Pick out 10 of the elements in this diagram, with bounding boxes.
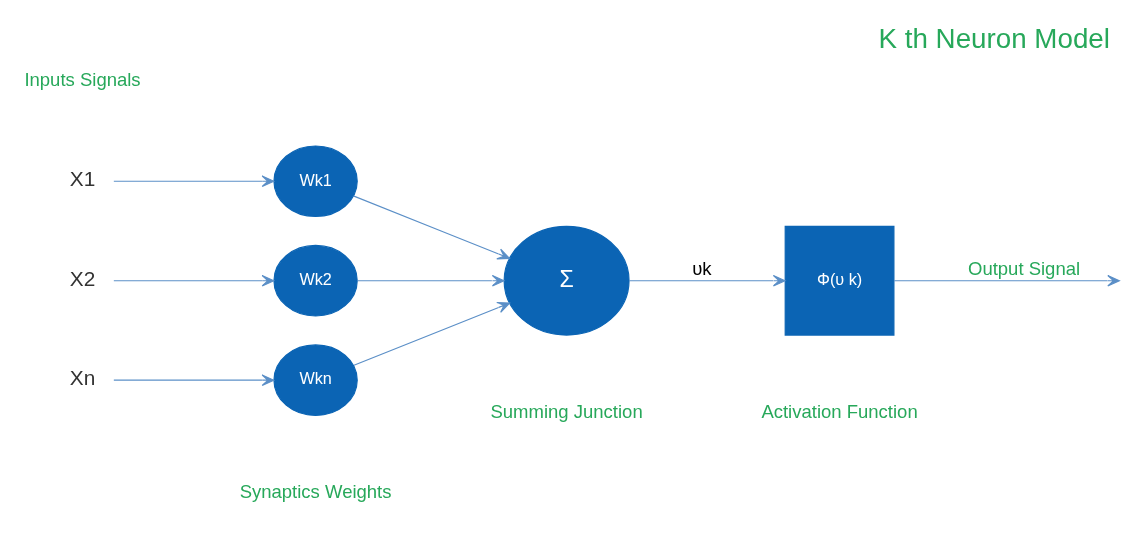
diagram-title: K th Neuron Model <box>878 23 1110 55</box>
node-text: X2 <box>69 266 96 290</box>
node-text: Xn <box>69 366 96 390</box>
edge-label: Output Signal <box>968 257 1081 279</box>
edge-label: υk <box>692 257 712 279</box>
node-text: X1 <box>69 167 96 191</box>
label: Inputs Signals <box>24 69 141 91</box>
node-label: Synaptics Weights <box>239 480 392 502</box>
node-label: Activation Function <box>761 401 918 423</box>
node-label: Summing Junction <box>490 401 643 423</box>
